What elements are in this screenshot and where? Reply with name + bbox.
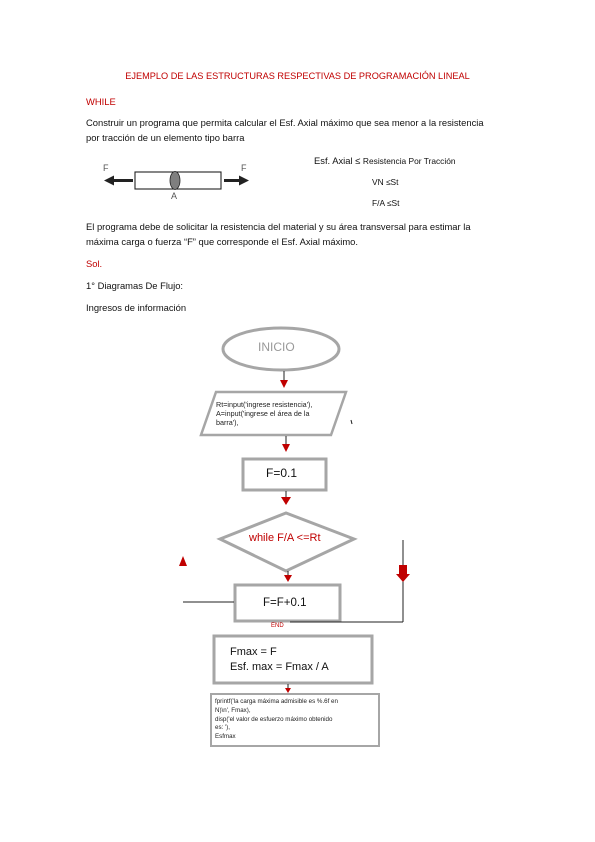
paragraph-2-line-2: máxima carga o fuerza “F” que correspond… bbox=[86, 236, 358, 247]
step-1-subheading: Ingresos de información bbox=[86, 302, 187, 313]
increment-label: F=F+0.1 bbox=[263, 597, 307, 609]
init-process-box bbox=[241, 457, 328, 492]
calc-line-1: Fmax = F bbox=[230, 646, 277, 658]
init-label: F=0.1 bbox=[266, 466, 298, 480]
area-label: A bbox=[171, 191, 178, 201]
calculation-process-box bbox=[212, 634, 374, 685]
output-line-2: N)\n', Fmax), bbox=[215, 706, 251, 714]
formula-line-1-sub: Resistencia Por Tracción bbox=[362, 156, 456, 166]
condition-label: while F/A <=Rt bbox=[249, 532, 321, 544]
step-1-heading: 1° Diagramas De Flujo: bbox=[86, 280, 184, 291]
bar-cross-section bbox=[169, 171, 181, 190]
formula-line-1: Esf. Axial ≤ Resistencia Por Tracción bbox=[314, 153, 456, 169]
input-line-3: barra'), bbox=[216, 418, 239, 427]
start-label: INICIO bbox=[258, 340, 295, 354]
output-line-1: fprintf('la carga máxima admisible es %.… bbox=[215, 698, 338, 705]
input-line-2: A=input('ingrese el área de la bbox=[216, 409, 310, 418]
down-arrow-icon bbox=[284, 575, 292, 582]
output-box bbox=[210, 693, 380, 747]
output-line-4: es: '), bbox=[215, 724, 230, 732]
increment-process-box bbox=[233, 583, 342, 623]
down-arrow-icon bbox=[280, 380, 288, 388]
input-parallelogram bbox=[199, 390, 348, 437]
formula-line-1-main: Esf. Axial ≤ bbox=[314, 155, 361, 166]
while-decision-diamond bbox=[216, 511, 358, 573]
down-arrow-icon bbox=[282, 444, 290, 452]
down-arrow-icon bbox=[281, 497, 291, 505]
right-arrow-icon bbox=[239, 175, 249, 186]
paragraph-1-line-1: Construir un programa que permita calcul… bbox=[86, 117, 484, 128]
document-title: EJEMPLO DE LAS ESTRUCTURAS RESPECTIVAS D… bbox=[125, 71, 470, 81]
section-heading: WHILE bbox=[86, 96, 116, 107]
paragraph-2-line-1: El programa debe de solicitar la resiste… bbox=[86, 221, 471, 232]
input-text: Rt=input('ingrese resistencia'), A=input… bbox=[216, 400, 312, 427]
down-arrow-icon bbox=[285, 688, 291, 693]
solution-label: Sol. bbox=[86, 258, 103, 269]
formula-line-3: F/A ≤St bbox=[372, 198, 400, 208]
output-line-5: Esfmax bbox=[215, 733, 236, 741]
output-line-3: disp('el valor de esfuerzo máximo obteni… bbox=[215, 715, 333, 723]
end-label: END bbox=[271, 623, 284, 629]
output-text: fprintf('la carga máxima admisible es %.… bbox=[215, 698, 338, 742]
force-label-left: F bbox=[103, 163, 109, 173]
up-arrow-icon bbox=[179, 556, 187, 566]
calc-line-2: Esf. max = Fmax / A bbox=[230, 661, 329, 673]
bar-element bbox=[134, 171, 222, 190]
force-label-right: F bbox=[241, 163, 247, 173]
input-line-1: Rt=input('ingrese resistencia'), bbox=[216, 400, 313, 409]
start-terminator bbox=[221, 326, 341, 372]
paragraph-1-line-2: por tracción de un elemento tipo barra bbox=[86, 132, 245, 143]
calculation-text: Fmax = F Esf. max = Fmax / A bbox=[230, 645, 329, 675]
formula-line-2: VN ≤St bbox=[372, 177, 399, 187]
down-arrow-icon bbox=[396, 574, 410, 582]
left-arrow-icon bbox=[104, 175, 114, 186]
